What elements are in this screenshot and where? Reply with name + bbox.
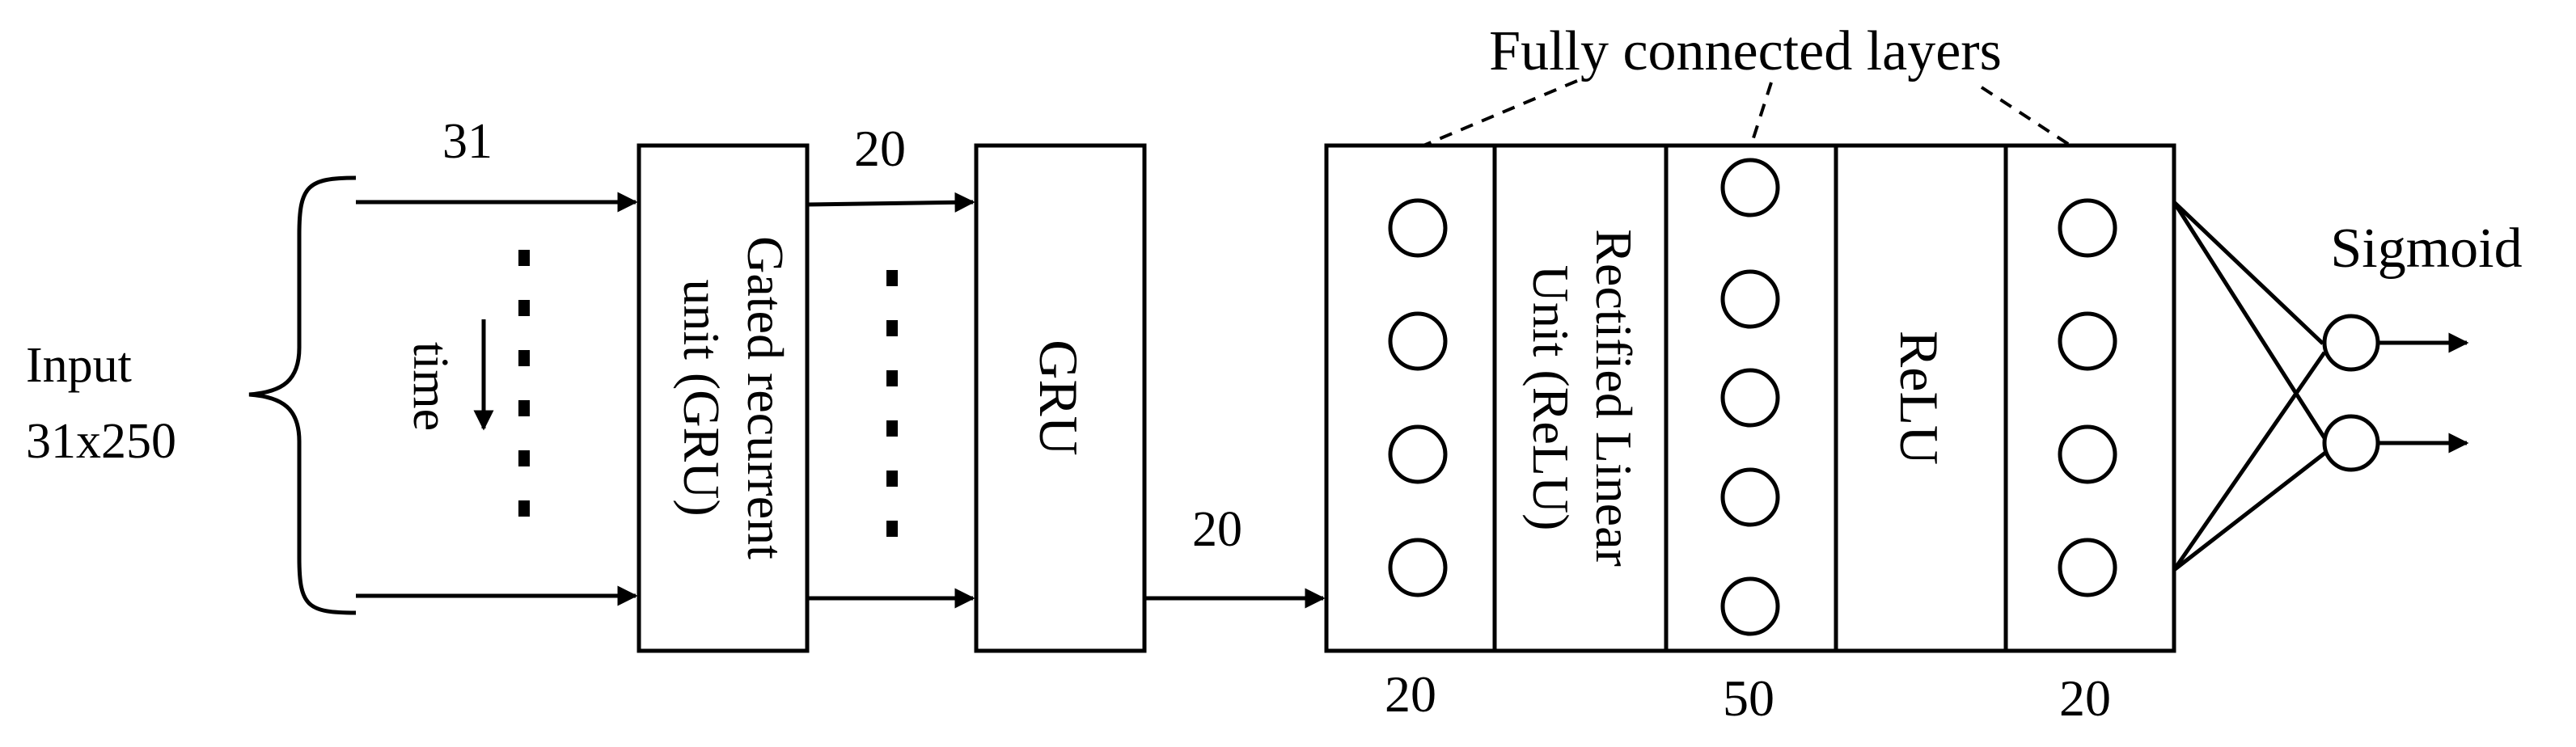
sigmoid-node-2	[2322, 414, 2380, 472]
relu1-label-line1: Rectified Linear	[1585, 229, 1643, 567]
gru1-to-gru2-arrow-top	[806, 192, 975, 213]
gru2-box	[974, 143, 1147, 653]
relu2-box	[1834, 143, 2008, 653]
input-label-line2: 31x250	[26, 414, 176, 469]
fc-size-label: 20	[2059, 669, 2111, 727]
input-brace	[248, 175, 357, 615]
relu1-box	[1492, 143, 1669, 653]
fc-layer2-nodes	[1720, 158, 1780, 636]
gru1-label-line1: Gated recurrent	[737, 236, 794, 559]
fc-pointer-mid	[1749, 82, 1773, 146]
gru2-label: GRU	[1028, 340, 1089, 456]
fc2-node	[1720, 576, 1780, 636]
fc1-node	[1388, 311, 1448, 371]
fc2-node	[1720, 158, 1780, 217]
fc-size-label: 50	[1723, 669, 1774, 727]
fc-size-label: 20	[1385, 665, 1436, 723]
fc1-node	[1388, 198, 1448, 258]
fc-layer3-nodes	[2058, 198, 2117, 597]
fc2-node	[1720, 467, 1780, 527]
relu1-label-line2: Unit (ReLU)	[1522, 265, 1580, 531]
fc2-node	[1720, 269, 1780, 329]
fc2-node	[1720, 368, 1780, 428]
fc-title: Fully connected layers	[1489, 20, 2002, 82]
fc-pointer-left	[1423, 79, 1578, 147]
fc3-node	[2058, 311, 2117, 371]
fc3-node	[2058, 424, 2117, 484]
gru2-output-label: 20	[1192, 502, 1242, 557]
sigmoid-label: Sigmoid	[2330, 217, 2522, 280]
fc-layer1-nodes	[1388, 198, 1448, 597]
gru1-label-line2: unit (GRU)	[673, 279, 730, 516]
relu2-label: ReLU	[1889, 331, 1950, 465]
sigmoid-node-1	[2322, 314, 2380, 372]
fc3-node	[2058, 198, 2117, 258]
input-dim-label: 31	[442, 114, 493, 169]
time-label: time	[403, 342, 458, 431]
gru-dots	[886, 270, 898, 537]
fc-pointer-right	[1980, 86, 2072, 147]
gru1-box	[637, 143, 810, 653]
fc1-node	[1388, 424, 1448, 484]
fc3-node	[2058, 538, 2117, 597]
output-connections	[2172, 200, 2330, 572]
fc1-node	[1388, 538, 1448, 597]
input-label-line1: Input	[26, 338, 132, 393]
input-dots	[518, 250, 530, 517]
gru1-output-label: 20	[854, 120, 906, 177]
